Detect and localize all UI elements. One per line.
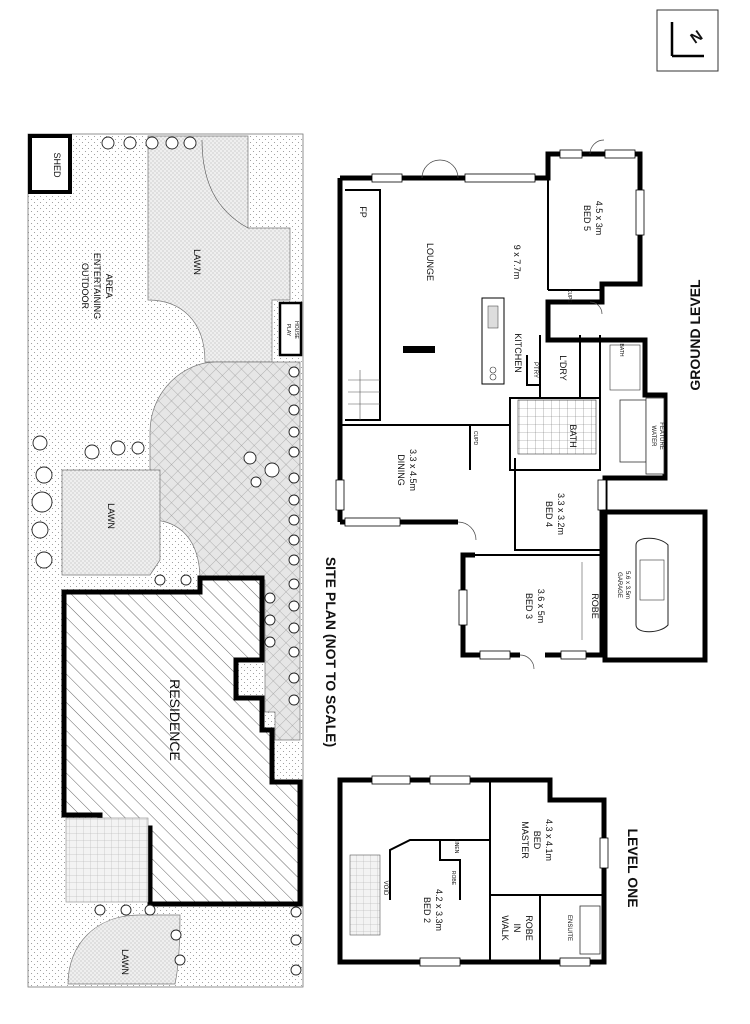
walk-in-robe-label-3: ROBE bbox=[524, 915, 534, 941]
tiled-patio bbox=[65, 817, 149, 903]
dining-label: DINING bbox=[396, 454, 406, 486]
bathroom-tiles bbox=[517, 399, 597, 455]
lawn-mid-label: LAWN bbox=[106, 503, 116, 529]
garage-size: 5.6 x 3.5m bbox=[624, 571, 630, 599]
kitchen-label: KITCHEN bbox=[513, 333, 523, 373]
paved-courtyard bbox=[149, 361, 301, 741]
robe-label: ROBE bbox=[590, 593, 600, 619]
stair-void bbox=[349, 854, 381, 936]
pantry-label: PTRY bbox=[532, 362, 538, 378]
walk-in-robe-label-1: WALK bbox=[500, 915, 510, 940]
shed bbox=[28, 134, 72, 194]
lounge-size: 9 x 7.7m bbox=[512, 245, 522, 280]
bed5-cupd-label: CUPD bbox=[566, 289, 572, 304]
lawn-bottom bbox=[67, 914, 181, 985]
hall-cupd-label: CUPD bbox=[472, 431, 478, 446]
garden-plants bbox=[31, 136, 302, 976]
play-house-label-2: HOUSE bbox=[293, 321, 299, 339]
void-label: VOID bbox=[382, 881, 388, 896]
water-feature bbox=[645, 397, 665, 475]
level-one-plan: VOID LINEN ROBE MASTER BED 4.3 x 4.1m BE… bbox=[337, 775, 641, 967]
walk-in-robe-label-2: IN bbox=[512, 924, 522, 933]
outdoor-area-label-3: AREA bbox=[104, 274, 114, 299]
outdoor-area-label-1: OUTDOOR bbox=[80, 263, 90, 309]
site-plan: SHED OUTDOOR ENTERTAINING AREA LAWN PLAY… bbox=[27, 133, 339, 988]
bed3-label: BED 3 bbox=[524, 593, 534, 619]
bed4-label: BED 4 bbox=[544, 501, 554, 527]
outdoor-area-label-2: ENTERTAINING bbox=[92, 253, 102, 319]
bath-label: BATH bbox=[568, 424, 578, 447]
lounge-label: LOUNGE bbox=[425, 243, 435, 281]
north-arrow-icon bbox=[670, 22, 704, 58]
lawn-middle bbox=[61, 469, 161, 576]
garage-label: GARAGE bbox=[616, 572, 622, 598]
ensuite-bath bbox=[579, 905, 601, 955]
bed4-size: 3.3 x 3.2m bbox=[556, 493, 566, 535]
ground-level-title: GROUND LEVEL bbox=[687, 279, 703, 391]
bed5-label: BED 5 bbox=[582, 205, 592, 231]
water-feature-label-1: WATER bbox=[650, 426, 656, 448]
bed5-size: 4.5 x 3m bbox=[594, 201, 604, 236]
linen-label: LINEN bbox=[453, 839, 459, 854]
bed2-size: 4.2 x 3.3m bbox=[434, 889, 444, 931]
water-feature-label-2: FEATURE bbox=[658, 422, 664, 450]
master-bed-size: 4.3 x 4.1m bbox=[544, 819, 554, 861]
bed3-size: 3.6 x 5m bbox=[536, 589, 546, 624]
dining-size: 3.3 x 4.5m bbox=[408, 449, 418, 491]
laundry-label: L'DRY bbox=[558, 355, 568, 381]
bathtub bbox=[619, 399, 647, 463]
residence-label: RESIDENCE bbox=[167, 679, 183, 761]
bath-small-label: BATH bbox=[618, 344, 624, 357]
level-one-title: LEVEL ONE bbox=[625, 828, 641, 907]
ensuite-label: ENSUITE bbox=[566, 915, 572, 941]
lawn-top-label: LAWN bbox=[192, 249, 202, 275]
lounge-fireplace-hearth bbox=[403, 346, 435, 353]
robe-l1-label: ROBE bbox=[450, 871, 456, 886]
shed-label: SHED bbox=[52, 152, 62, 178]
play-house-label-1: PLAY bbox=[285, 324, 291, 337]
site-plan-title: SITE PLAN (NOT TO SCALE) bbox=[323, 557, 339, 747]
kitchen-island bbox=[481, 297, 505, 385]
bed2-label: BED 2 bbox=[422, 897, 432, 923]
car-icon bbox=[635, 537, 669, 633]
master-bed-label-2: BED bbox=[532, 831, 542, 850]
master-bed-label-1: MASTER bbox=[520, 821, 530, 859]
fp-label: FP bbox=[358, 206, 368, 218]
lawn-bottom-label: LAWN bbox=[120, 949, 130, 975]
outdoor-entertaining-area: OUTDOOR ENTERTAINING AREA bbox=[80, 253, 114, 319]
play-house bbox=[278, 301, 303, 357]
ground-level-plan: FP LOUNGE 9 x 7.7m BED 5 4.5 x 3m CUPD K… bbox=[335, 139, 708, 670]
north-arrow-compass: N bbox=[656, 9, 719, 72]
lawn-top bbox=[147, 135, 291, 363]
